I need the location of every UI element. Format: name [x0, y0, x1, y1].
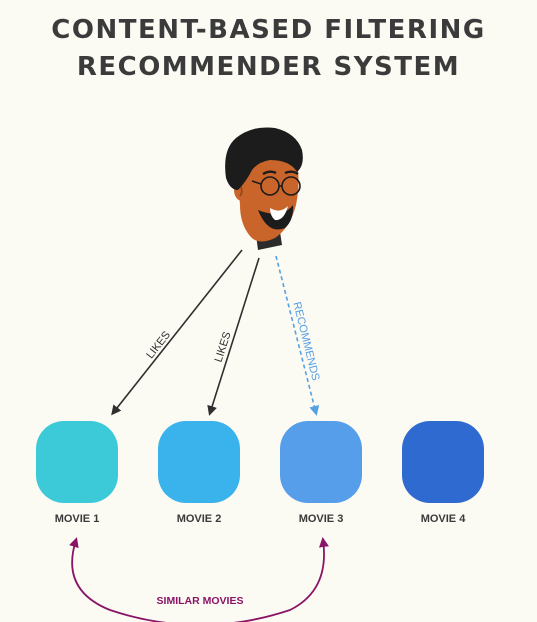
movie-label-2: MOVIE 2 [177, 513, 222, 525]
page-title: CONTENT-BASED FILTERING RECOMMENDER SYST… [0, 12, 537, 86]
likes-arrow-movie-1 [111, 249, 243, 416]
movie-card-1[interactable]: MOVIE 1 [36, 421, 118, 525]
recommends-label: RECOMMENDS [290, 301, 321, 382]
movie-label-3: MOVIE 3 [299, 513, 344, 525]
movie-tile-4 [402, 421, 484, 503]
recommends-arrow-movie-3 [275, 255, 320, 416]
movie-label-4: MOVIE 4 [421, 513, 467, 525]
similar-movies-label: SIMILAR MOVIES [157, 595, 244, 607]
similar-movies-arc [69, 537, 329, 622]
movie-card-2[interactable]: MOVIE 2 [158, 421, 240, 525]
movie-label-1: MOVIE 1 [55, 513, 100, 525]
user-avatar-icon [225, 127, 303, 250]
title-line-1: CONTENT-BASED FILTERING [51, 15, 486, 45]
likes-arrow-movie-2 [207, 257, 260, 416]
movie-tile-1 [36, 421, 118, 503]
movie-tile-3 [280, 421, 362, 503]
movie-card-4[interactable]: MOVIE 4 [402, 421, 484, 525]
movie-card-3[interactable]: MOVIE 3 [280, 421, 362, 525]
movie-tile-2 [158, 421, 240, 503]
title-line-2: RECOMMENDER SYSTEM [76, 52, 461, 82]
